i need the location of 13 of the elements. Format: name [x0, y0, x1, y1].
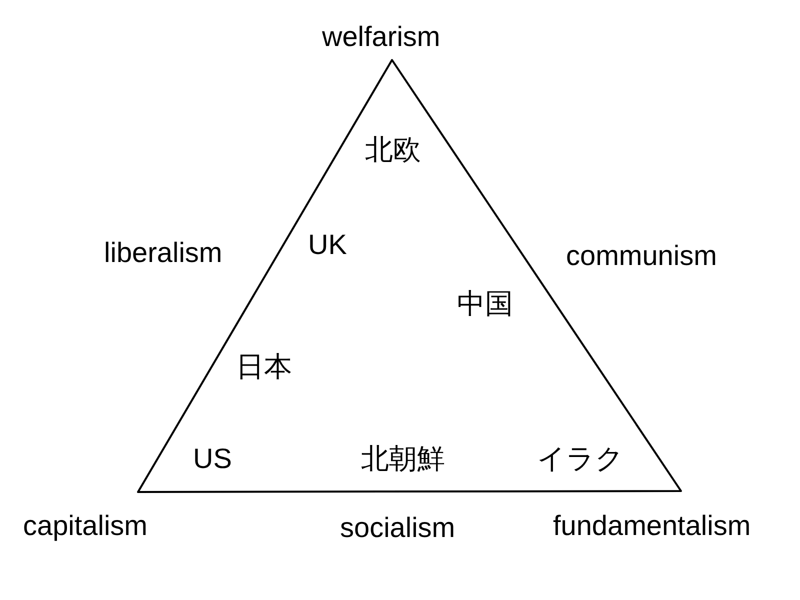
country-label: 北朝鮮	[361, 444, 445, 474]
ideology-label: socialism	[340, 513, 456, 543]
ideology-label: communism	[566, 241, 717, 271]
country-label: 中国	[457, 289, 513, 319]
ideology-label: welfarism	[322, 22, 440, 52]
country-label: US	[193, 444, 232, 474]
ideology-label: liberalism	[104, 238, 222, 268]
country-label: イラク	[537, 444, 624, 474]
ideology-label: capitalism	[23, 511, 148, 541]
ideology-label: fundamentalism	[553, 511, 751, 541]
country-label: UK	[308, 230, 347, 260]
country-label: 日本	[236, 352, 292, 382]
country-label: 北欧	[365, 135, 421, 165]
